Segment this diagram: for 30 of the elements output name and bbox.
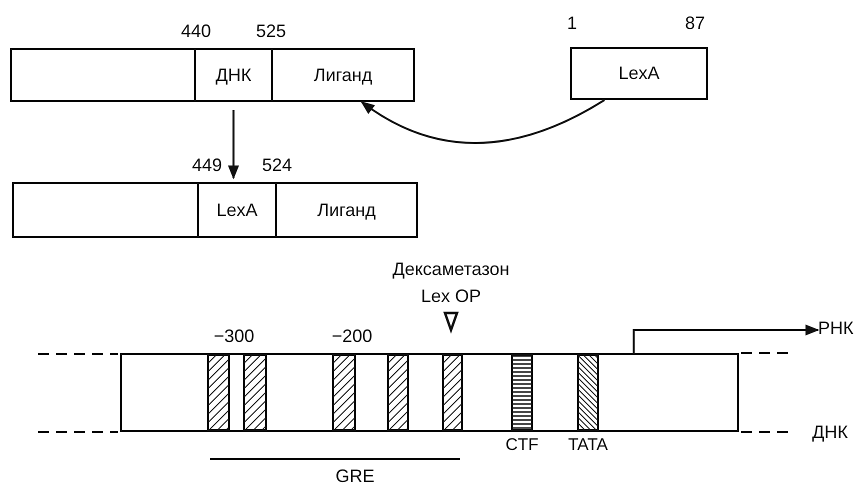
protein-domain: LexA — [570, 47, 708, 100]
arrow — [632, 324, 820, 353]
arrow — [360, 99, 605, 144]
band-label: CTF — [505, 435, 539, 455]
protein-domain — [12, 182, 199, 238]
position-number: 1 — [567, 13, 577, 33]
hatched-band — [207, 355, 230, 430]
hatched-band — [332, 355, 356, 430]
position-number: 87 — [684, 13, 706, 33]
protein-domain — [10, 48, 196, 102]
inducer-label: Дексаметазон — [392, 259, 510, 279]
hatched-band — [442, 355, 463, 430]
position-number: 525 — [256, 21, 286, 41]
protein-domain: Лиганд — [275, 182, 418, 238]
rna-label: РНК — [818, 318, 866, 342]
protein-domain: ДНК — [194, 48, 273, 102]
element-label: GRE — [336, 466, 374, 486]
operator-label: Lex OP — [420, 286, 482, 306]
protein-domain: LexA — [197, 182, 277, 238]
position-number: 440 — [180, 21, 212, 41]
protein-domain: Лиганд — [271, 48, 415, 102]
hatched-band — [243, 355, 267, 430]
position-number: −300 — [214, 326, 254, 346]
position-number: −200 — [332, 326, 372, 346]
position-number: 449 — [192, 155, 222, 175]
hatched-band — [387, 355, 409, 430]
dna-label: ДНК — [812, 422, 848, 442]
arrow — [228, 110, 240, 180]
band-label: TATA — [568, 435, 608, 455]
position-number: 524 — [262, 155, 292, 175]
